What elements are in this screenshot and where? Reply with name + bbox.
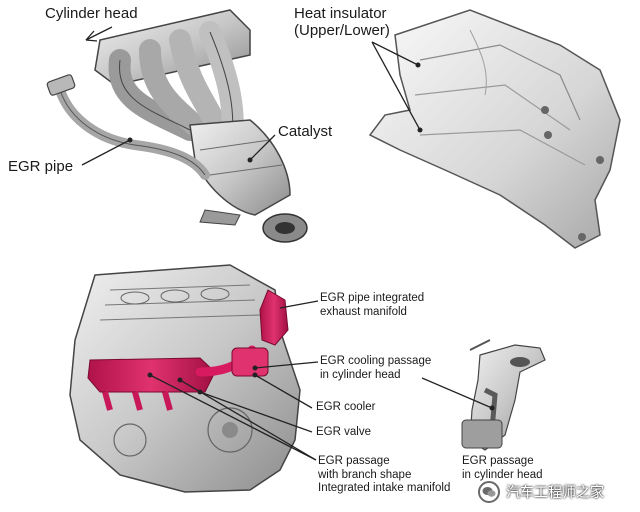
leader-egr-cooling-passage <box>254 361 319 369</box>
heat-insulator-illustration <box>368 9 621 249</box>
leader-heat-insulator-upper <box>371 41 419 66</box>
leader-lines <box>81 26 493 461</box>
cylinder-head-passage-illustration <box>461 339 546 451</box>
watermark-text: 汽车工程师之家 <box>506 484 604 500</box>
leader-egr-cooler <box>254 374 313 409</box>
leader-heat-insulator-lower <box>371 41 421 131</box>
leader-egr-passage-head <box>421 377 493 409</box>
leader-egr-passage-branch <box>149 374 317 461</box>
label-egr-pipe-integrated-exhaust-manifold: EGR pipe integrated exhaust manifold <box>320 292 425 318</box>
label-heat-insulator: Heat insulator (Upper/Lower) <box>294 5 390 39</box>
label-egr-valve: EGR valve <box>316 426 371 438</box>
label-egr-passage-cylinder-head: EGR passage in cylinder head <box>462 455 543 481</box>
label-egr-pipe: EGR pipe <box>8 158 74 175</box>
leader-egr-pipe-integrated <box>279 300 319 309</box>
engine-illustration <box>69 264 301 493</box>
leader-egr-pipe <box>81 139 131 166</box>
leader-catalyst <box>249 134 276 161</box>
arrow-cylinder-head <box>85 26 113 41</box>
label-cylinder-head: Cylinder head <box>45 5 138 22</box>
leader-egr-valve <box>199 391 313 433</box>
wechat-logo-icon <box>478 481 500 503</box>
label-catalyst: Catalyst <box>278 123 333 140</box>
watermark: 汽车工程师之家 <box>478 478 638 506</box>
leader-egr-passage-branch-2 <box>179 379 317 461</box>
exhaust-manifold-illustration <box>46 9 308 243</box>
label-egr-cooler: EGR cooler <box>316 401 376 413</box>
label-egr-cooling-passage: EGR cooling passage in cylinder head <box>320 355 432 381</box>
label-egr-passage-branch: EGR passage with branch shape Integrated… <box>318 455 451 494</box>
